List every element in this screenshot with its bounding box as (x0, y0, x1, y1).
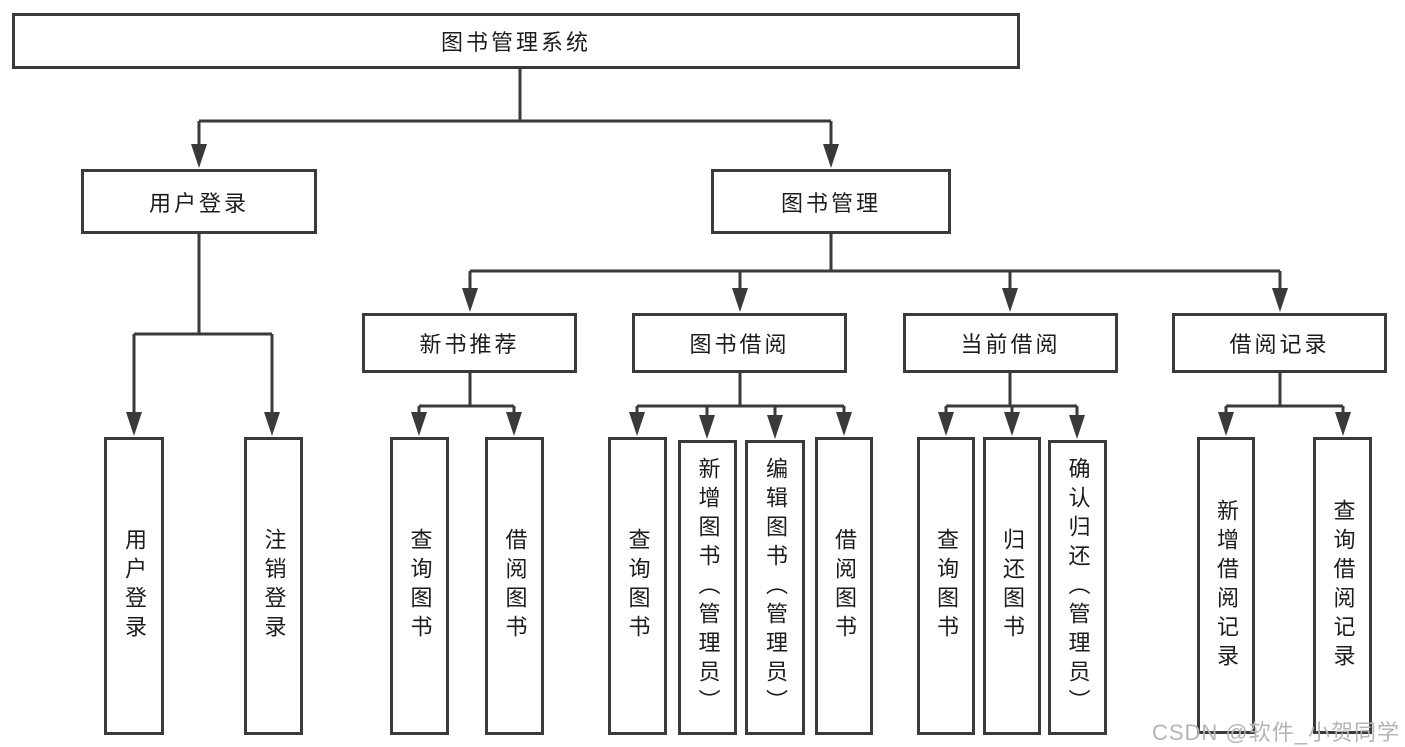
node-label: 新书推荐 (419, 332, 520, 357)
node-leaf-br-query-record: 查询借阅记录 (1313, 437, 1372, 734)
connector-user-login-children (126, 234, 280, 436)
node-label: 查询图书 (934, 528, 959, 644)
node-label: 借阅图书 (502, 528, 528, 644)
node-label: 注销登录 (261, 528, 287, 644)
node-new-book-recommend: 新书推荐 (362, 313, 577, 373)
connector-root-to-level2 (191, 67, 839, 168)
node-label: 当前借阅 (960, 332, 1061, 357)
connector-current-borrow-children (938, 373, 1085, 439)
node-book-management-group: 图书管理 (711, 169, 951, 234)
node-leaf-cb-confirm-return-admin: 确认归还（管理员） (1048, 440, 1107, 735)
node-label: 借阅记录 (1229, 332, 1330, 357)
node-leaf-bb-borrow-books: 借阅图书 (815, 437, 873, 735)
node-leaf-nb-query-books: 查询图书 (390, 437, 449, 735)
node-current-borrow: 当前借阅 (903, 313, 1118, 373)
node-leaf-bb-add-books-admin: 新增图书（管理员） (678, 440, 737, 735)
node-label: 编辑图书（管理员） (763, 457, 788, 718)
connector-new-book-children (411, 373, 522, 436)
node-label: 查询图书 (625, 528, 651, 644)
connector-book-borrow-children (629, 373, 852, 439)
node-leaf-bb-edit-books-admin: 编辑图书（管理员） (745, 440, 805, 735)
node-label: 图书借阅 (689, 332, 790, 357)
node-label: 图书管理 (780, 190, 881, 216)
node-label: 确认归还（管理员） (1065, 457, 1091, 718)
node-leaf-bb-query-books: 查询图书 (608, 437, 667, 735)
csdn-watermark: CSDN @软件_小贺同学 (1151, 720, 1400, 745)
node-borrow-records: 借阅记录 (1172, 313, 1387, 373)
node-leaf-cb-query-books: 查询图书 (917, 437, 975, 735)
node-book-borrow: 图书借阅 (632, 313, 847, 373)
node-root: 图书管理系统 (12, 13, 1020, 69)
node-leaf-logout: 注销登录 (244, 437, 303, 735)
connector-borrow-records-children (1218, 373, 1351, 436)
node-leaf-cb-return-books: 归还图书 (983, 437, 1041, 735)
node-label: 查询图书 (407, 528, 433, 644)
node-label: 查询借阅记录 (1330, 498, 1356, 673)
node-label: 借阅图书 (832, 528, 857, 644)
node-leaf-user-login: 用户登录 (104, 437, 164, 735)
node-label: 用户登录 (122, 528, 147, 644)
node-label: 归还图书 (1000, 528, 1025, 644)
node-label: 图书管理系统 (440, 30, 591, 55)
node-leaf-br-add-record: 新增借阅记录 (1197, 437, 1255, 734)
node-label: 用户登录 (148, 190, 249, 216)
connector-book-mgmt-children (462, 234, 1288, 312)
node-label: 新增图书（管理员） (695, 457, 721, 718)
node-user-login-group: 用户登录 (81, 169, 317, 234)
node-leaf-nb-borrow-books: 借阅图书 (485, 437, 544, 735)
node-label: 新增借阅记录 (1214, 498, 1239, 673)
